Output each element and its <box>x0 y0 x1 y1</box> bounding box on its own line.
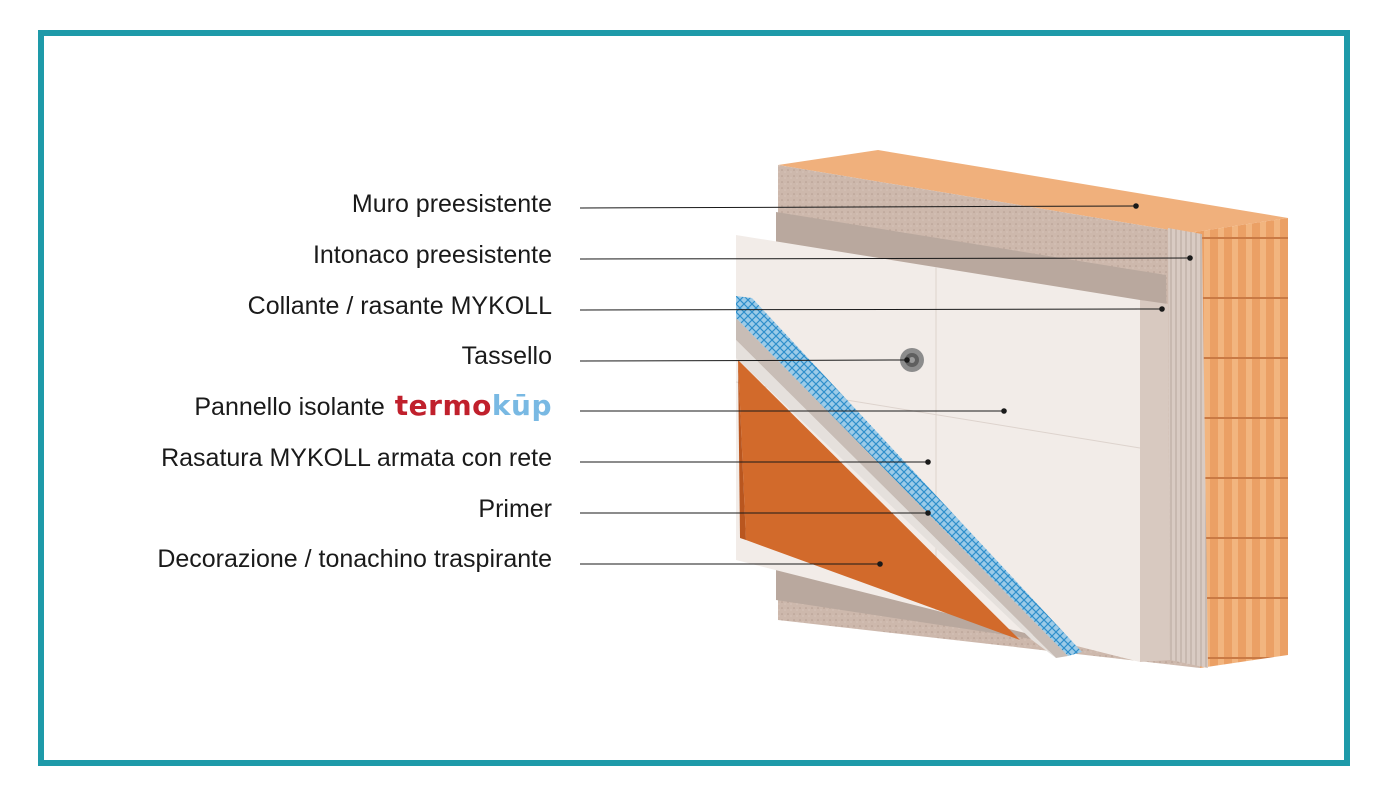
label-decorazione: Decorazione / tonachino traspirante <box>157 545 552 573</box>
leader-line-collante <box>579 308 1163 311</box>
label-tassello: Tassello <box>461 342 552 370</box>
finish-layer <box>738 360 1020 640</box>
leader-line-intonaco <box>579 257 1191 260</box>
label-intonaco-preesistente: Intonaco preesistente <box>312 241 552 269</box>
primer-layer <box>736 340 1056 658</box>
leader-line-tassello <box>579 359 908 362</box>
label-muro-preesistente: Muro preesistente <box>351 190 552 218</box>
plaster-layer <box>1168 228 1208 668</box>
brand-part1: termo <box>394 389 492 422</box>
label-primer: Primer <box>478 495 552 523</box>
label-pannello-isolante-row: Pannello isolante termokūp <box>194 391 552 422</box>
leader-lines <box>579 205 1191 565</box>
brand-part2: kūp <box>491 389 552 422</box>
label-pannello-isolante: Pannello isolante <box>194 393 385 421</box>
label-rasatura-mykoll: Rasatura MYKOLL armata con rete <box>161 444 552 472</box>
leader-dots <box>877 203 1193 567</box>
leader-line-muro <box>579 205 1137 209</box>
mesh-reinforced-layer <box>736 296 1082 656</box>
termokup-logo: termokūp <box>395 389 552 422</box>
dowel-tassello <box>900 348 924 372</box>
label-collante-rasante: Collante / rasante MYKOLL <box>247 292 552 320</box>
